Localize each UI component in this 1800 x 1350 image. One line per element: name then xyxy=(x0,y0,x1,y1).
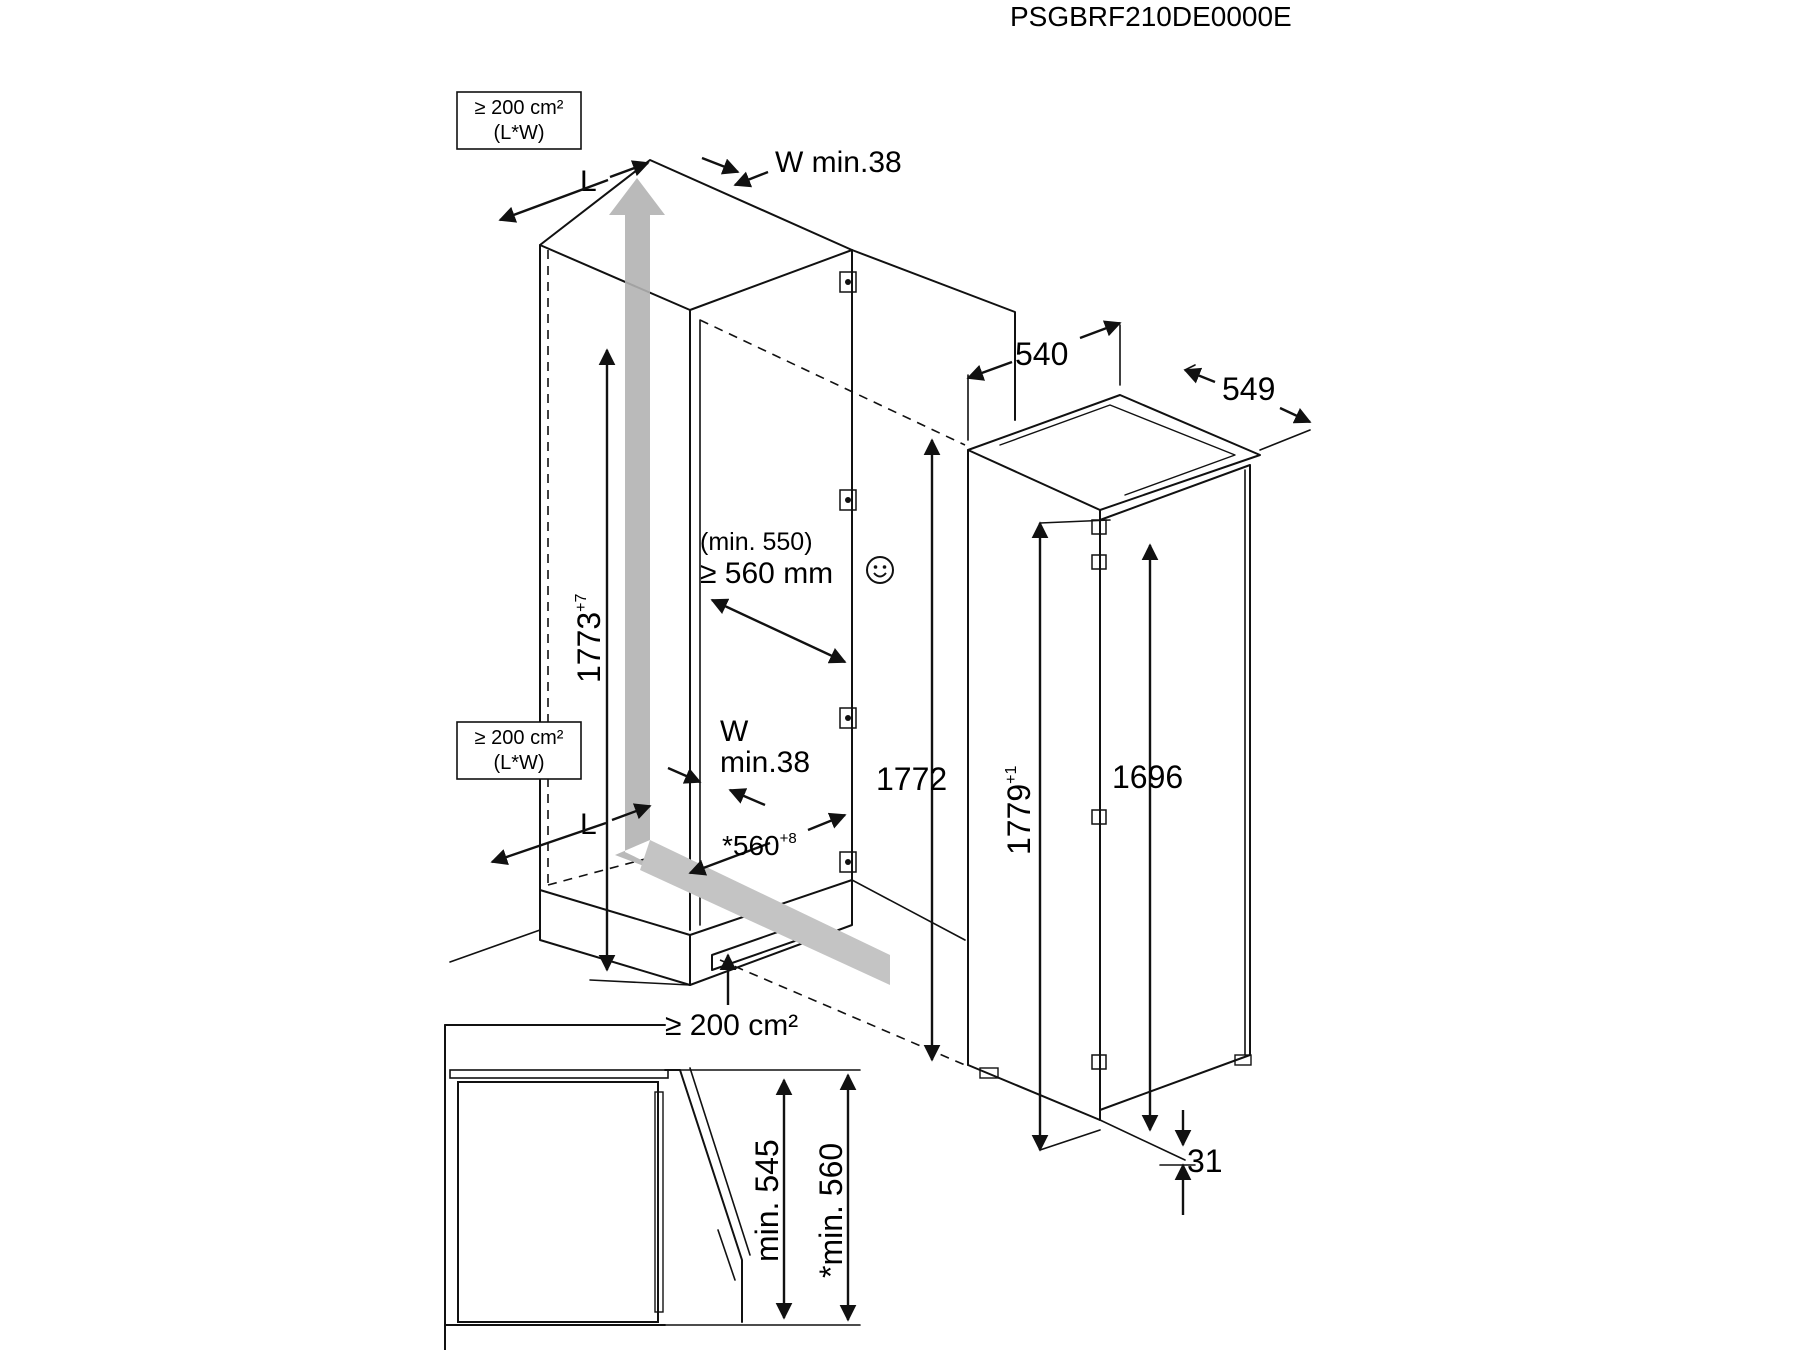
vent-bottom-width-arrow-b xyxy=(728,788,766,807)
appliance-depth-arrow-b xyxy=(1279,406,1312,424)
appliance xyxy=(967,324,1311,1161)
niche-depth-value: ≥ 560 mm xyxy=(700,557,833,590)
niche-hinges xyxy=(839,271,857,873)
door-detail-min545: min. 545 xyxy=(749,1139,785,1262)
appliance-depth-arrow-a xyxy=(1183,367,1216,384)
hinge-icon xyxy=(839,271,857,293)
vent-top-box: ≥ 200 cm² (L*W) xyxy=(456,91,582,150)
niche-width-arrow-left xyxy=(688,841,771,876)
niche-width-arrow-right xyxy=(807,812,847,832)
appliance-door-height-value: 1696 xyxy=(1112,759,1183,795)
airflow-arrow-icon xyxy=(609,178,890,985)
vent-bottom-length-arrow-left xyxy=(490,821,607,866)
vent-bottom-width-min: min.38 xyxy=(720,746,810,779)
niche-width-value: *560+8 xyxy=(722,830,797,861)
vent-top-width-label: W min.38 xyxy=(775,146,902,179)
vent-top-area: ≥ 200 cm² xyxy=(475,97,564,119)
appliance-cabinet-height-value: 1772 xyxy=(876,761,947,797)
hinge-icon xyxy=(839,707,857,729)
door-detail-min560: *min. 560 xyxy=(813,1143,849,1278)
vent-bottom-lw: (L*W) xyxy=(493,752,544,774)
appliance-width-arrow-right xyxy=(1079,320,1122,340)
vent-top-length-arrow-right xyxy=(609,160,650,179)
niche-cabinet xyxy=(449,159,1016,1066)
vent-bottom-box: ≥ 200 cm² (L*W) xyxy=(456,721,582,780)
vent-top-length-label: L xyxy=(580,165,597,198)
vent-bottom-area: ≥ 200 cm² xyxy=(475,727,564,749)
appliance-total-height-value: 1779+1 xyxy=(1001,765,1037,855)
niche-depth-min: (min. 550) xyxy=(700,528,813,556)
appliance-width-value: 540 xyxy=(1015,336,1068,372)
niche-depth-dim xyxy=(710,598,847,664)
bottom-offset-value: 31 xyxy=(1187,1143,1223,1179)
niche-height-value: 1773+7 xyxy=(571,593,607,683)
model-code: PSGBRF210DE0000E xyxy=(1010,1,1292,32)
vent-top-width-arrow-a xyxy=(701,156,740,175)
plinth-vent-area: ≥ 200 cm² xyxy=(665,1009,798,1042)
vent-bottom-length-arrow-right xyxy=(611,803,652,822)
appliance-width-arrow-left xyxy=(966,360,1013,381)
vent-top-length-arrow-left xyxy=(498,178,609,223)
vent-bottom-length-label: L xyxy=(580,808,597,841)
appliance-depth-value: 549 xyxy=(1222,371,1275,407)
hinge-icon xyxy=(839,851,857,873)
door-detail xyxy=(444,1024,861,1350)
vent-bottom-width-arrow-a xyxy=(667,766,702,784)
vent-top-lw: (L*W) xyxy=(493,122,544,144)
smiley-icon xyxy=(866,556,894,584)
vent-top-width-arrow-b xyxy=(733,170,769,188)
vent-bottom-width-w: W xyxy=(720,715,749,748)
hinge-icon xyxy=(839,489,857,511)
